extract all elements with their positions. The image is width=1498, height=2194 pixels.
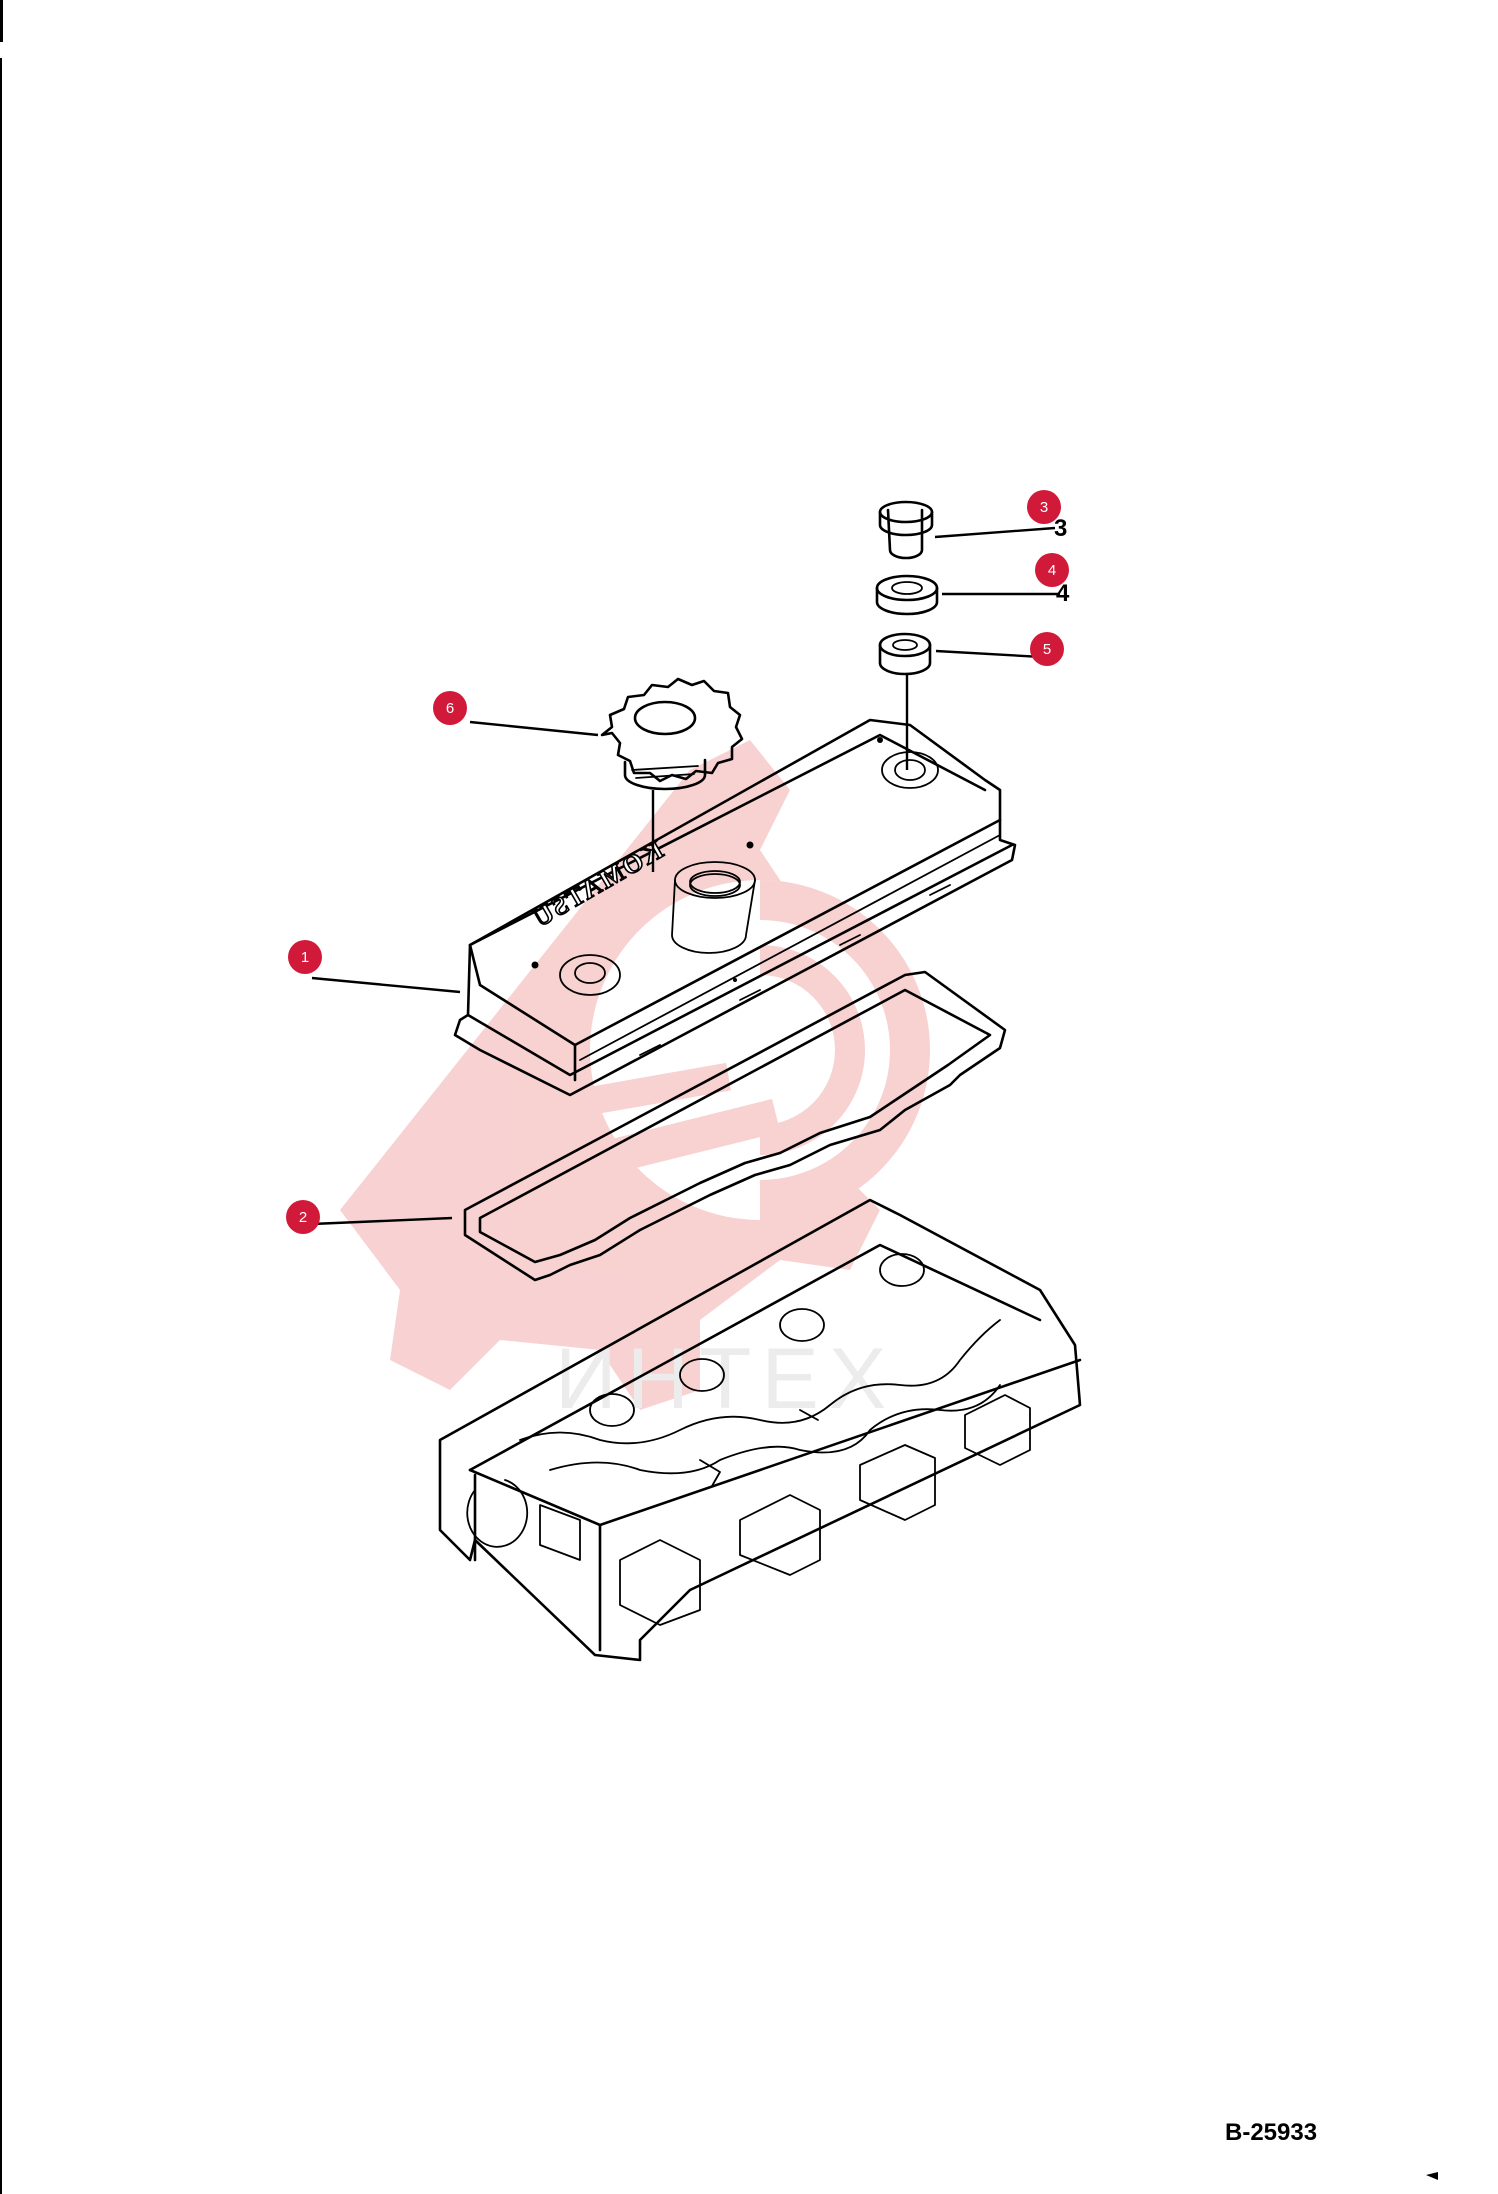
callout-4-number: 4 bbox=[1048, 562, 1056, 579]
leader-2 bbox=[311, 1216, 453, 1226]
frame-left-border bbox=[0, 58, 2, 2194]
leader-1 bbox=[311, 976, 461, 994]
callout-5[interactable]: 5 bbox=[1030, 632, 1064, 666]
cylinder-head bbox=[438, 1198, 1082, 1662]
leader-3 bbox=[934, 526, 1056, 539]
callout-1[interactable]: 1 bbox=[288, 940, 322, 974]
callout-5-number: 5 bbox=[1043, 641, 1051, 658]
watermark-text: ИНТЕХ bbox=[555, 1331, 896, 1427]
washer bbox=[875, 574, 939, 616]
seal bbox=[878, 632, 932, 676]
leader-6 bbox=[469, 720, 599, 737]
cover-gasket bbox=[463, 970, 1007, 1282]
corner-mark bbox=[1426, 2172, 1438, 2180]
original-reference-numerals: 3 4 bbox=[1054, 515, 1070, 607]
callout-6[interactable]: 6 bbox=[433, 691, 467, 725]
oil-filler-cap bbox=[600, 677, 744, 791]
bolt bbox=[878, 500, 934, 560]
callout-2-number: 2 bbox=[299, 1209, 307, 1226]
callout-1-number: 1 bbox=[301, 949, 309, 966]
callout-2[interactable]: 2 bbox=[286, 1200, 320, 1234]
leader-lines bbox=[311, 526, 1061, 1226]
original-numeral-4: 4 bbox=[1056, 580, 1070, 607]
callout-3-number: 3 bbox=[1040, 499, 1048, 516]
callout-6-number: 6 bbox=[446, 700, 454, 717]
callout-3[interactable]: 3 bbox=[1027, 490, 1061, 524]
watermark-gear-logo bbox=[340, 740, 930, 1410]
frame-mark bbox=[0, 0, 3, 42]
original-numeral-3: 3 bbox=[1054, 515, 1067, 542]
drawing-code: B-25933 bbox=[1225, 2119, 1317, 2146]
callout-4[interactable]: 4 bbox=[1035, 553, 1069, 587]
